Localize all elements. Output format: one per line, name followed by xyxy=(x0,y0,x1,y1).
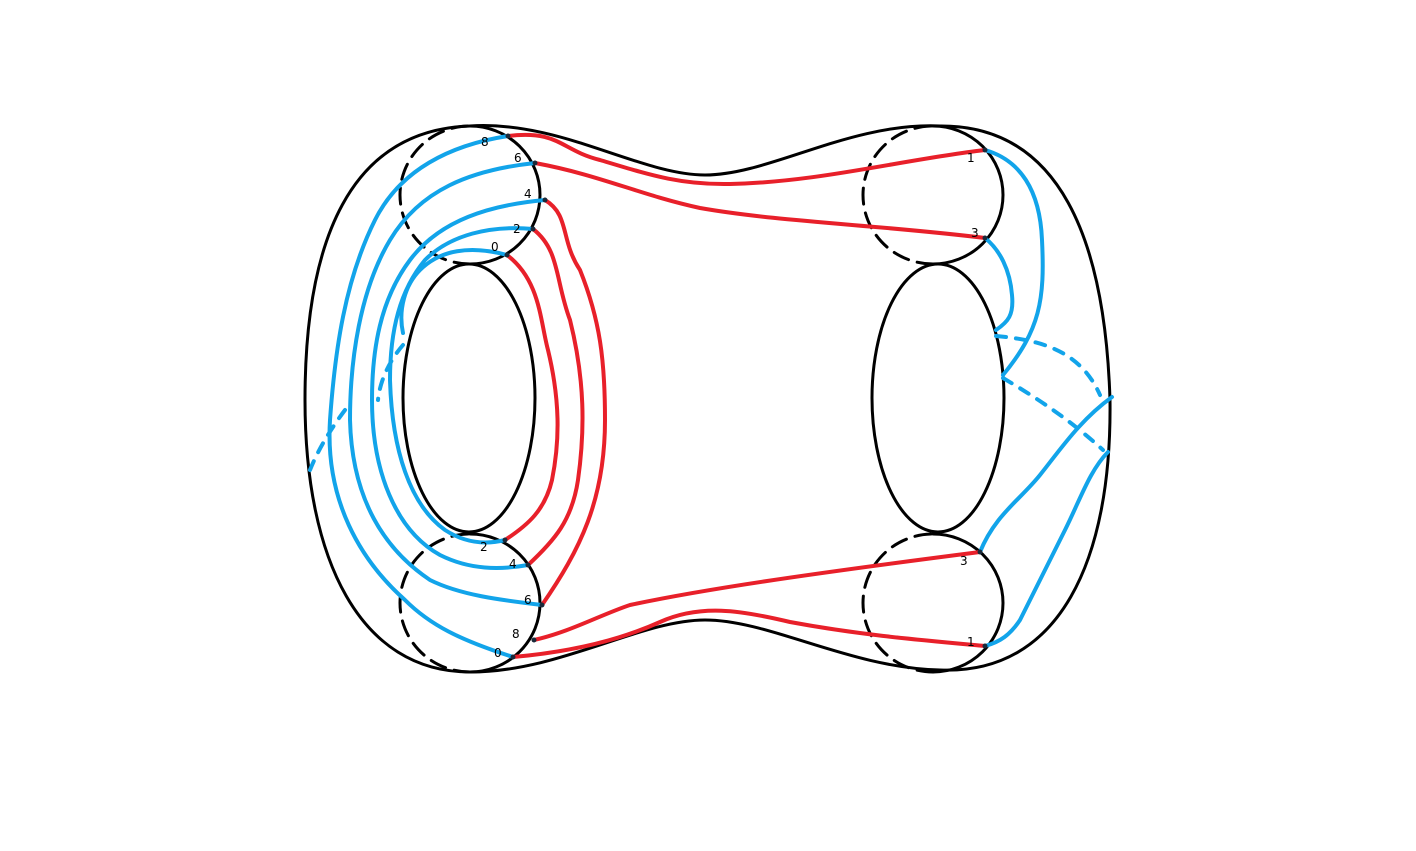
blue-curves xyxy=(308,134,1114,659)
red-curve-0-to-1-bottom xyxy=(511,608,987,659)
endpoint-dots xyxy=(502,133,988,660)
blue-curve-right-3-top xyxy=(983,236,1015,332)
red-curves xyxy=(503,132,987,659)
surface-outline xyxy=(303,124,1112,674)
label-right-bottom-3: 3 xyxy=(960,554,968,568)
label-left-top-0: 0 xyxy=(491,240,499,254)
red-curve-8-to-3-bottom xyxy=(532,550,982,642)
blue-curve-dotted-left-b xyxy=(308,408,347,472)
blue-curve-dotted-left-a xyxy=(376,343,405,402)
blue-curve-8 xyxy=(327,134,515,659)
right-hole xyxy=(870,262,1006,534)
label-left-bottom-2: 2 xyxy=(480,540,488,554)
blue-curve-dotted-right-b xyxy=(1001,376,1105,452)
blue-curve-right-1-bottom xyxy=(983,450,1110,648)
label-right-bottom-1: 1 xyxy=(967,635,975,649)
blue-curve-right-3-bottom xyxy=(978,395,1114,554)
label-left-top-6: 6 xyxy=(514,151,522,165)
red-curve-0-to-2 xyxy=(503,253,560,542)
label-left-top-2: 2 xyxy=(513,222,521,236)
red-curve-6-to-3 xyxy=(533,161,987,240)
right-top-circle xyxy=(861,124,1005,266)
label-left-top-4: 4 xyxy=(524,187,532,201)
label-left-bottom-4: 4 xyxy=(509,557,517,571)
right-bottom-circle xyxy=(861,532,1005,674)
label-left-bottom-6: 6 xyxy=(524,593,532,607)
blue-curve-0 xyxy=(399,248,509,335)
label-right-top-1: 1 xyxy=(967,151,975,165)
left-top-circle xyxy=(398,124,542,266)
endpoint-labels: 8 6 4 2 0 2 4 6 8 0 1 3 3 1 xyxy=(480,135,979,660)
red-curve-8-to-1 xyxy=(506,132,987,187)
label-right-top-3: 3 xyxy=(971,226,979,240)
blue-curve-4 xyxy=(370,198,547,570)
blue-curve-6 xyxy=(348,161,544,607)
blue-curve-dotted-right-a xyxy=(994,334,1102,397)
label-left-bottom-8: 8 xyxy=(512,627,520,641)
left-hole xyxy=(401,262,537,534)
label-left-bottom-0: 0 xyxy=(494,646,502,660)
red-curve-4-to-6 xyxy=(540,198,607,607)
blue-curve-right-1-top xyxy=(983,148,1045,377)
label-left-top-8: 8 xyxy=(481,135,489,149)
blue-curve-2 xyxy=(388,226,535,545)
red-curve-2-to-4 xyxy=(526,227,585,567)
